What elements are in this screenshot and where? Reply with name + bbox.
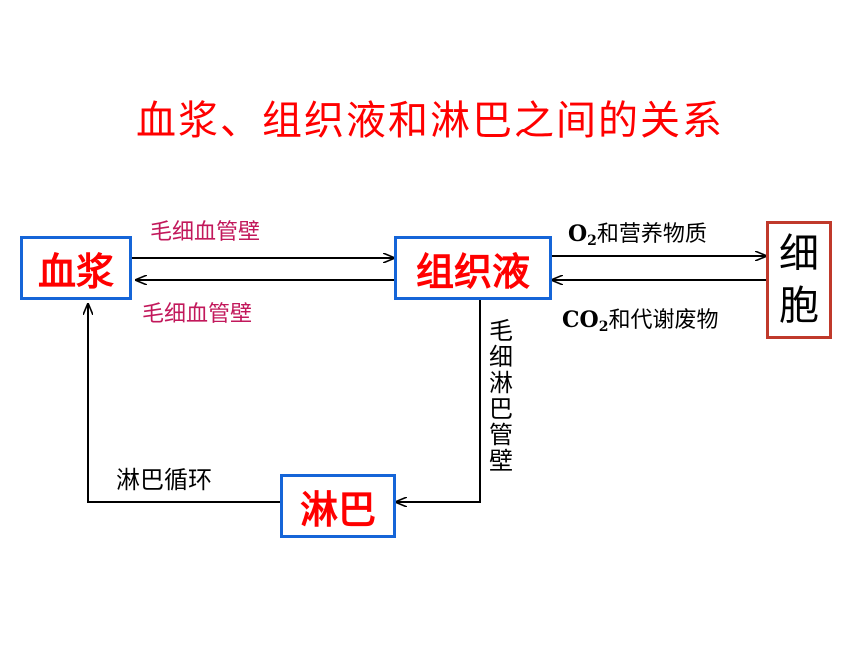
cell-label-line1: 细: [779, 231, 819, 277]
co2-suffix: 和代谢废物: [608, 308, 719, 333]
cell-label-line2: 胞: [779, 283, 819, 329]
plasma-node: 血浆: [20, 236, 132, 300]
lymph-capillary-wall-label: 毛细淋巴管壁: [489, 317, 513, 475]
capillary-wall-label-bottom: 毛细血管壁: [142, 302, 253, 327]
arrow-lymph-to-plasma: [88, 304, 280, 503]
lymph-circulation-label: 淋巴循环: [116, 466, 212, 494]
co2-waste-label: CO2和代谢废物: [562, 302, 718, 335]
arrow-tissue-to-lymph: [396, 300, 481, 502]
o2-nutrients-label: O2和营养物质: [568, 216, 707, 249]
plasma-label: 血浆: [37, 249, 114, 294]
o2-suffix: 和营养物质: [596, 222, 707, 247]
co2-formula: CO2: [562, 307, 609, 335]
tissue-fluid-node: 组织液: [394, 236, 552, 300]
tissue-fluid-label: 组织液: [415, 249, 530, 294]
diagram-title: 血浆、组织液和淋巴之间的关系: [136, 98, 724, 144]
cell-node: 细 胞: [766, 221, 832, 339]
o2-formula: O2: [568, 221, 597, 249]
capillary-wall-label-top: 毛细血管壁: [150, 220, 261, 245]
lymph-node: 淋巴: [280, 474, 396, 538]
lymph-label: 淋巴: [299, 487, 376, 532]
